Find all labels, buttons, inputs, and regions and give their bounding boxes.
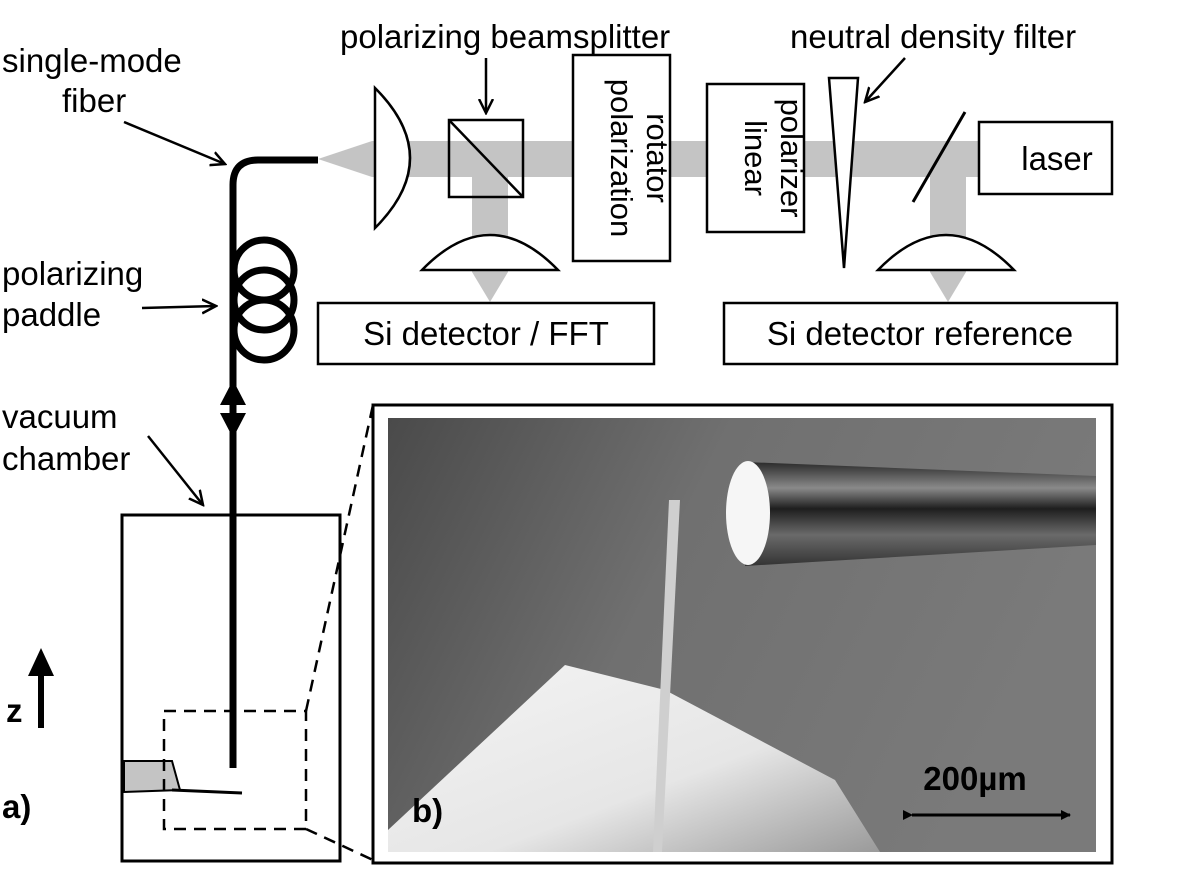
paddle-loop-3 (230, 296, 298, 364)
laser-box (977, 120, 1114, 196)
micrograph-cantilever (653, 500, 680, 852)
nd-filter-pointer-arrow (865, 57, 906, 102)
beam-taper-fiber (318, 141, 372, 177)
sampling-mirror (911, 111, 967, 203)
beam-taper-reference (930, 272, 966, 302)
linear-polarizer-label-2: polarizer (774, 99, 809, 218)
si-detector-fft-box (316, 301, 656, 366)
zoom-line-top (304, 404, 375, 712)
panel-a-label: a) (2, 788, 31, 825)
chamber-pointer-arrow (147, 435, 203, 505)
zoom-line-bottom (305, 827, 374, 862)
collimating-lens (373, 84, 412, 232)
polarizing-paddle-label-1: polarizing (2, 255, 143, 292)
linear-polarizer-label-1: linear (738, 120, 773, 196)
cantilever (171, 788, 243, 795)
micrograph-panel: 200µm b) (371, 403, 1114, 865)
micrograph-fiber-end (726, 461, 770, 565)
vacuum-chamber-box (120, 513, 342, 863)
z-axis-arrow-head (28, 648, 54, 676)
polarization-rotator-label-1: polarization (604, 79, 639, 238)
fiber-pointer-arrow (123, 120, 225, 164)
z-axis-label: z (6, 692, 23, 729)
reference-detector-lens (875, 233, 1017, 272)
si-detector-reference-box (722, 301, 1119, 366)
paddle-pointer-arrow (141, 306, 216, 308)
fiber-feedthrough-arrows (220, 380, 246, 438)
fft-detector-lens (419, 233, 561, 272)
scale-bar-label: 200µm (923, 760, 1026, 797)
panel-b-label: b) (412, 792, 443, 829)
si-detector-fft-label: Si detector / FFT (363, 315, 609, 352)
si-detector-reference-label: Si detector reference (767, 315, 1073, 352)
neutral-density-filter-label: neutral density filter (790, 18, 1076, 55)
zoom-region-box (162, 709, 308, 831)
beam-horizontal (372, 141, 982, 177)
neutral-density-filter-wedge (827, 76, 860, 269)
main-beam (318, 141, 982, 302)
linear-polarizer-box (705, 82, 806, 234)
laser-label: laser (1021, 140, 1093, 177)
polarizing-beamsplitter-cube (447, 118, 525, 199)
polarizing-beamsplitter-label: polarizing beamsplitter (340, 18, 670, 55)
single-mode-fiber (229, 156, 318, 768)
single-mode-fiber-label-1: single-mode (2, 42, 182, 79)
polarization-rotator-box (571, 53, 672, 263)
beam-taper-fft (472, 272, 508, 302)
micrograph-fiber-rod (745, 462, 1096, 566)
paddle-loop-2 (230, 266, 298, 334)
vacuum-chamber-label-1: vacuum (2, 398, 118, 435)
sample-mount (123, 760, 182, 794)
single-mode-fiber-label-2: fiber (62, 82, 126, 119)
micrograph-sample-mount (388, 665, 880, 852)
polarizing-paddle-label-2: paddle (2, 296, 101, 333)
polarization-rotator-label-2: rotator (640, 113, 675, 203)
vacuum-chamber-label-2: chamber (2, 440, 130, 477)
